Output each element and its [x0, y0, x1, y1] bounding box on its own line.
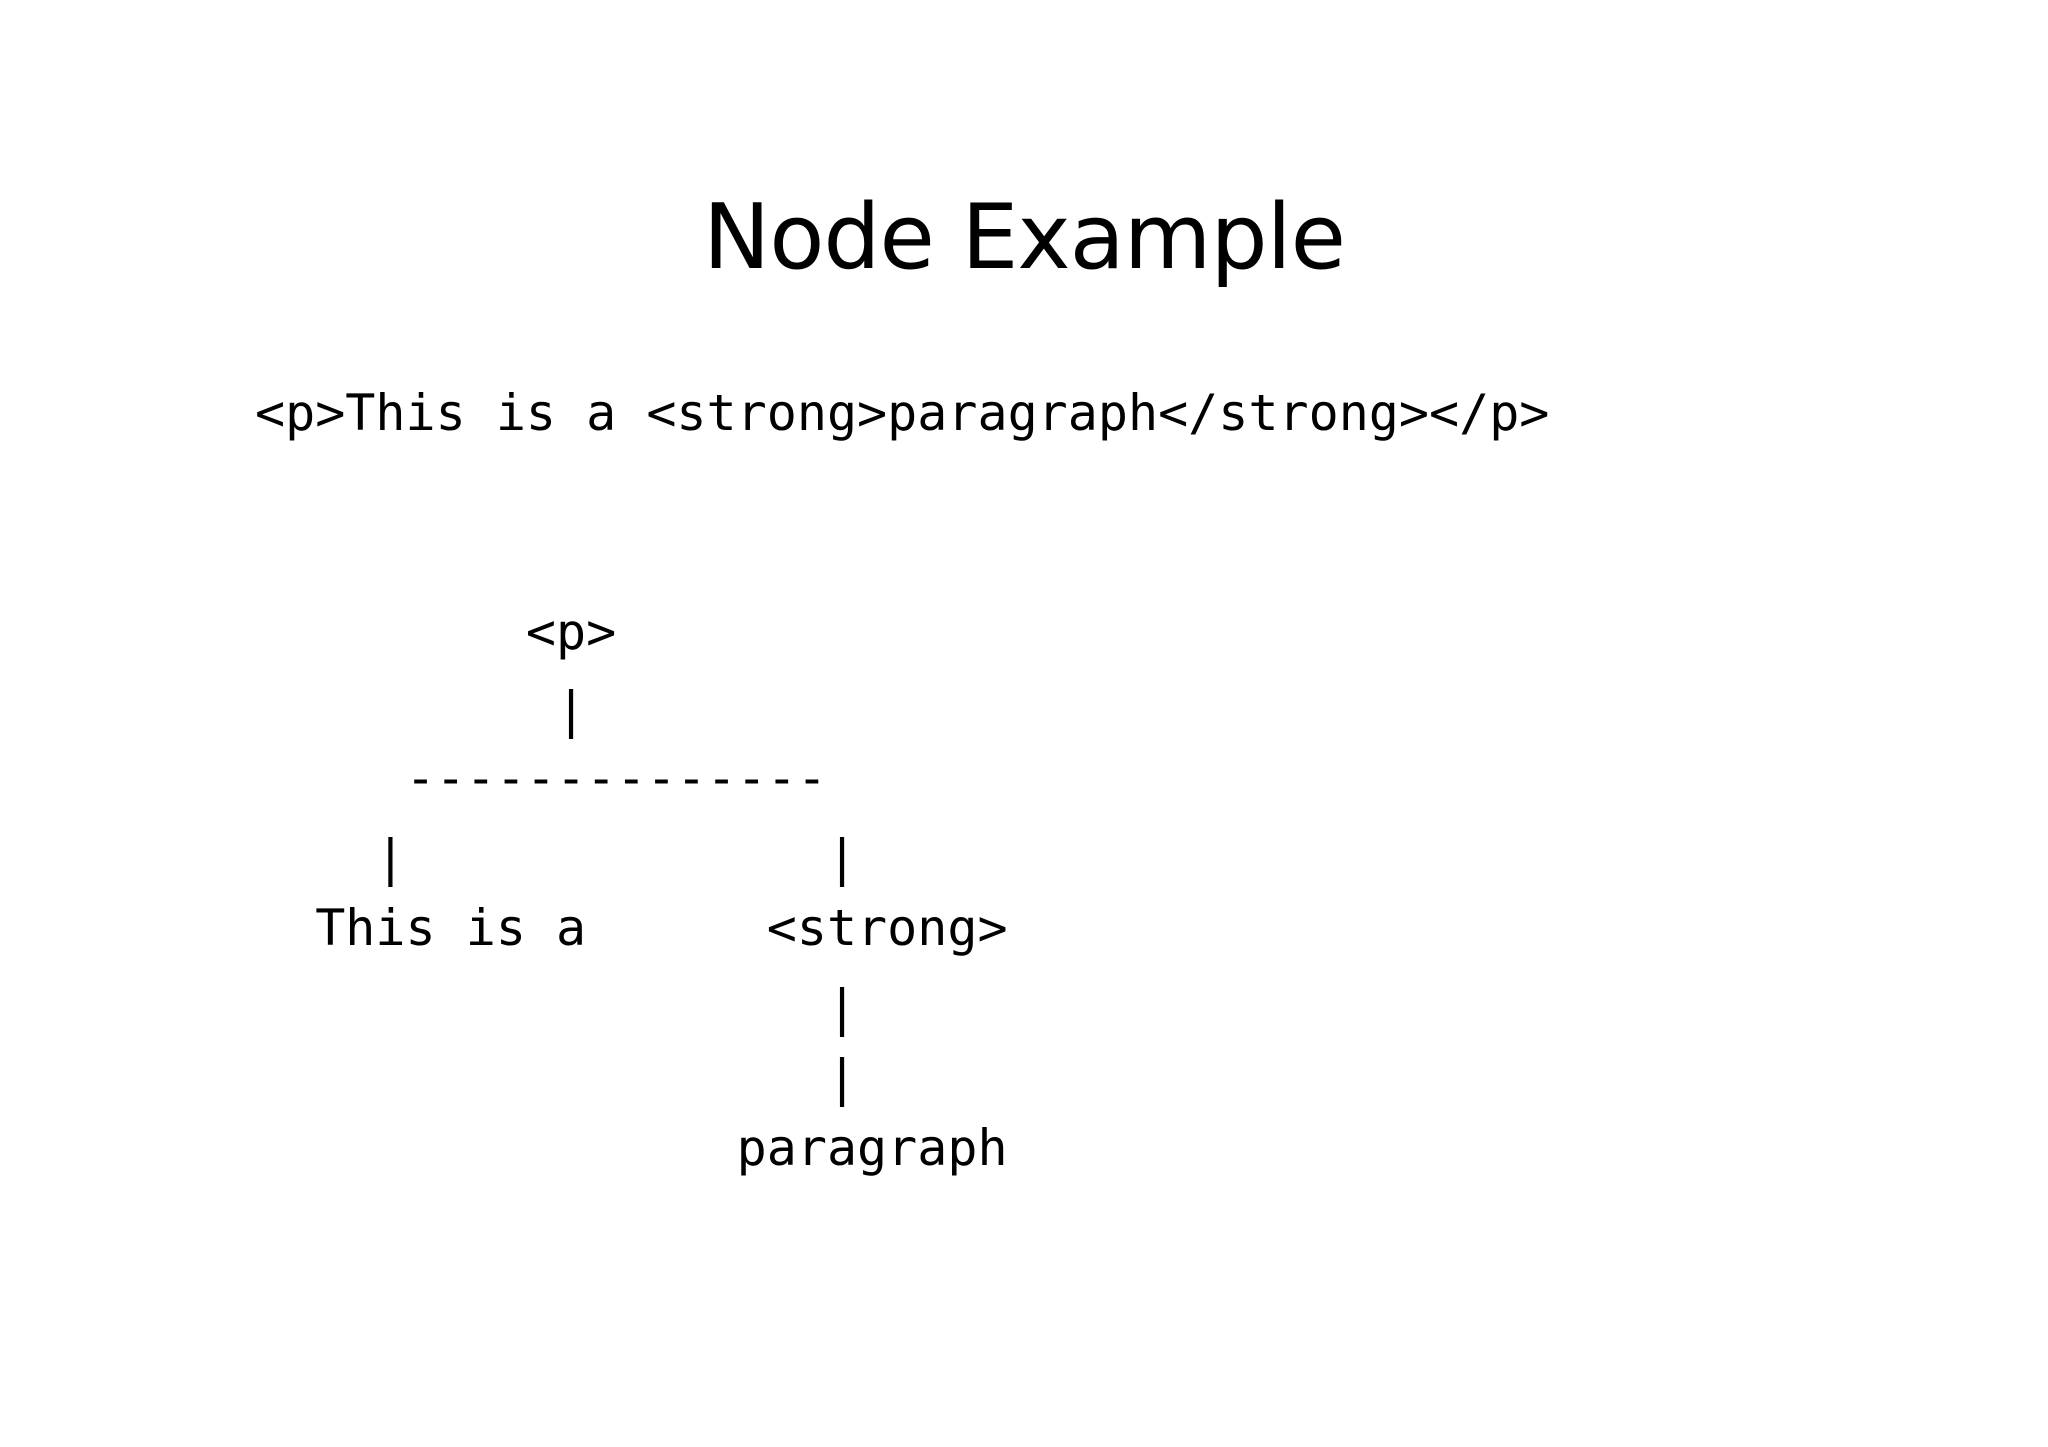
tree-branch-rule: --------------: [255, 749, 827, 807]
tree-strong-connector: |: [255, 1049, 858, 1107]
tree-branch-connectors: | |: [255, 829, 858, 887]
tree-root-connector: |: [255, 681, 587, 739]
tree-leaf-text-node: paragraph: [255, 1119, 1008, 1177]
tree-strong-connector: |: [255, 979, 858, 1037]
tree-child-nodes: This is a <strong>: [255, 899, 1008, 957]
html-code-example: <p>This is a <strong>paragraph</strong><…: [255, 384, 1550, 442]
tree-root-p-node: <p>: [255, 603, 617, 661]
slide-title: Node Example: [703, 185, 1346, 290]
